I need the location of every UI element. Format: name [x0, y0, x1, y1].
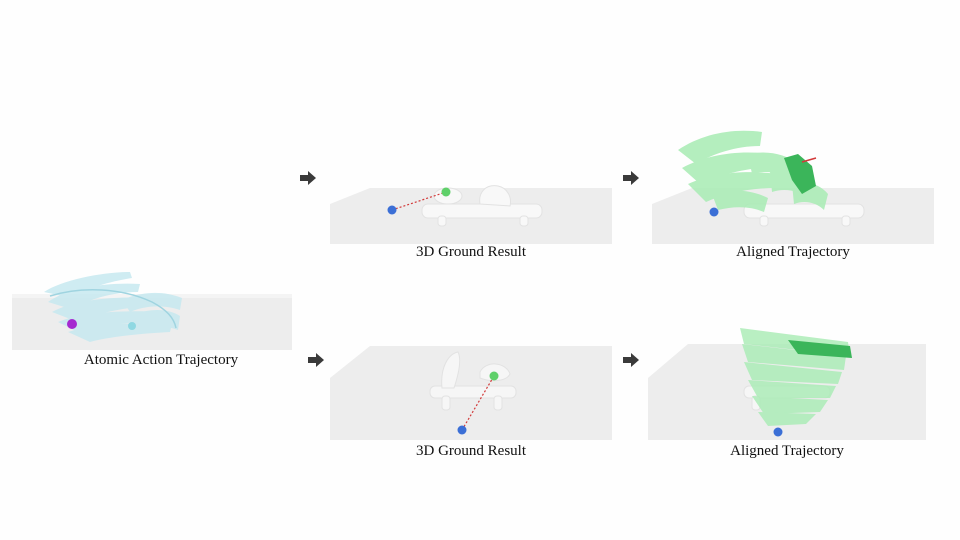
arrow-right-icon [308, 353, 324, 367]
aligned-trajectory-panel-1 [652, 124, 934, 244]
ground-caption-1: 3D Ground Result [416, 244, 526, 260]
ground-point [489, 371, 499, 381]
start-point [387, 205, 397, 215]
aligned-hand-final [784, 154, 816, 194]
source-caption: Atomic Action Trajectory [83, 352, 239, 368]
start-point [709, 207, 719, 217]
aligned-hand-final [788, 340, 852, 358]
start-point [457, 425, 467, 435]
ground-result-panel-2 [330, 342, 612, 440]
source-trajectory-panel [12, 262, 294, 352]
arrow-right-icon [623, 353, 639, 367]
arrow-right-icon [623, 171, 639, 185]
ground-caption-2: 3D Ground Result [416, 443, 526, 459]
aligned-caption-1: Aligned Trajectory [736, 244, 850, 260]
table-object [429, 351, 517, 411]
start-point [773, 427, 783, 437]
aligned-trajectory-panel-2 [648, 322, 926, 440]
aligned-caption-2: Aligned Trajectory [730, 443, 844, 459]
trajectory-point [67, 319, 77, 329]
ground-result-panel-1 [330, 182, 612, 244]
arrow-right-icon [300, 171, 316, 185]
table-object [421, 185, 543, 227]
ground-point [441, 187, 451, 197]
